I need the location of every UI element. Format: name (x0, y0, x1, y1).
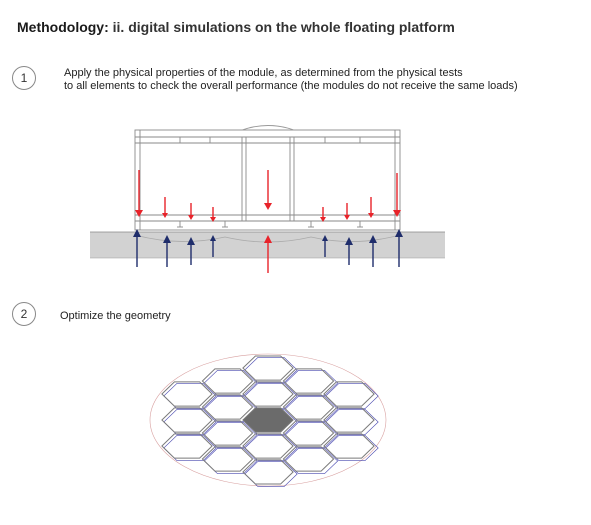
hex-cell (242, 459, 294, 485)
step-number-badge: 2 (12, 302, 36, 326)
hex-cell (242, 355, 294, 381)
title-rest: ii. digital simulations on the whole flo… (108, 19, 455, 35)
hex-cell (242, 433, 294, 459)
step-1-line-1: Apply the physical properties of the mod… (64, 67, 463, 79)
hex-cell (201, 394, 254, 420)
hex-cell (323, 433, 375, 459)
hex-cell (282, 420, 335, 446)
page-title: Methodology: ii. digital simulations on … (17, 19, 455, 35)
platform-section-diagram (90, 125, 445, 273)
hex-cell (323, 407, 375, 433)
step-2-line-1: Optimize the geometry (60, 310, 171, 322)
hex-cell (201, 368, 254, 394)
center-buoyancy-arrow (264, 235, 272, 273)
load-arrows (135, 170, 401, 222)
hex-cell (282, 368, 335, 394)
step-1-line-2: to all elements to check the overall per… (64, 80, 518, 92)
title-bold: Methodology: (17, 19, 109, 35)
hex-cell (201, 420, 254, 446)
step-2-text: Optimize the geometry (60, 310, 171, 323)
hex-cell (323, 381, 375, 407)
hex-cell (282, 394, 335, 420)
hexagon-platform-diagram (149, 353, 387, 487)
hex-cell (242, 381, 294, 407)
step-1-text: Apply the physical properties of the mod… (64, 67, 518, 93)
outline-ellipse (149, 353, 387, 487)
hex-cell (161, 433, 213, 459)
reaction-arrows (133, 229, 403, 267)
hex-cell-center (242, 407, 294, 433)
hex-cell (282, 446, 335, 472)
step-number-badge: 1 (12, 66, 36, 90)
hex-cell (161, 381, 213, 407)
hex-cell (201, 446, 254, 472)
hex-cell (161, 407, 213, 433)
